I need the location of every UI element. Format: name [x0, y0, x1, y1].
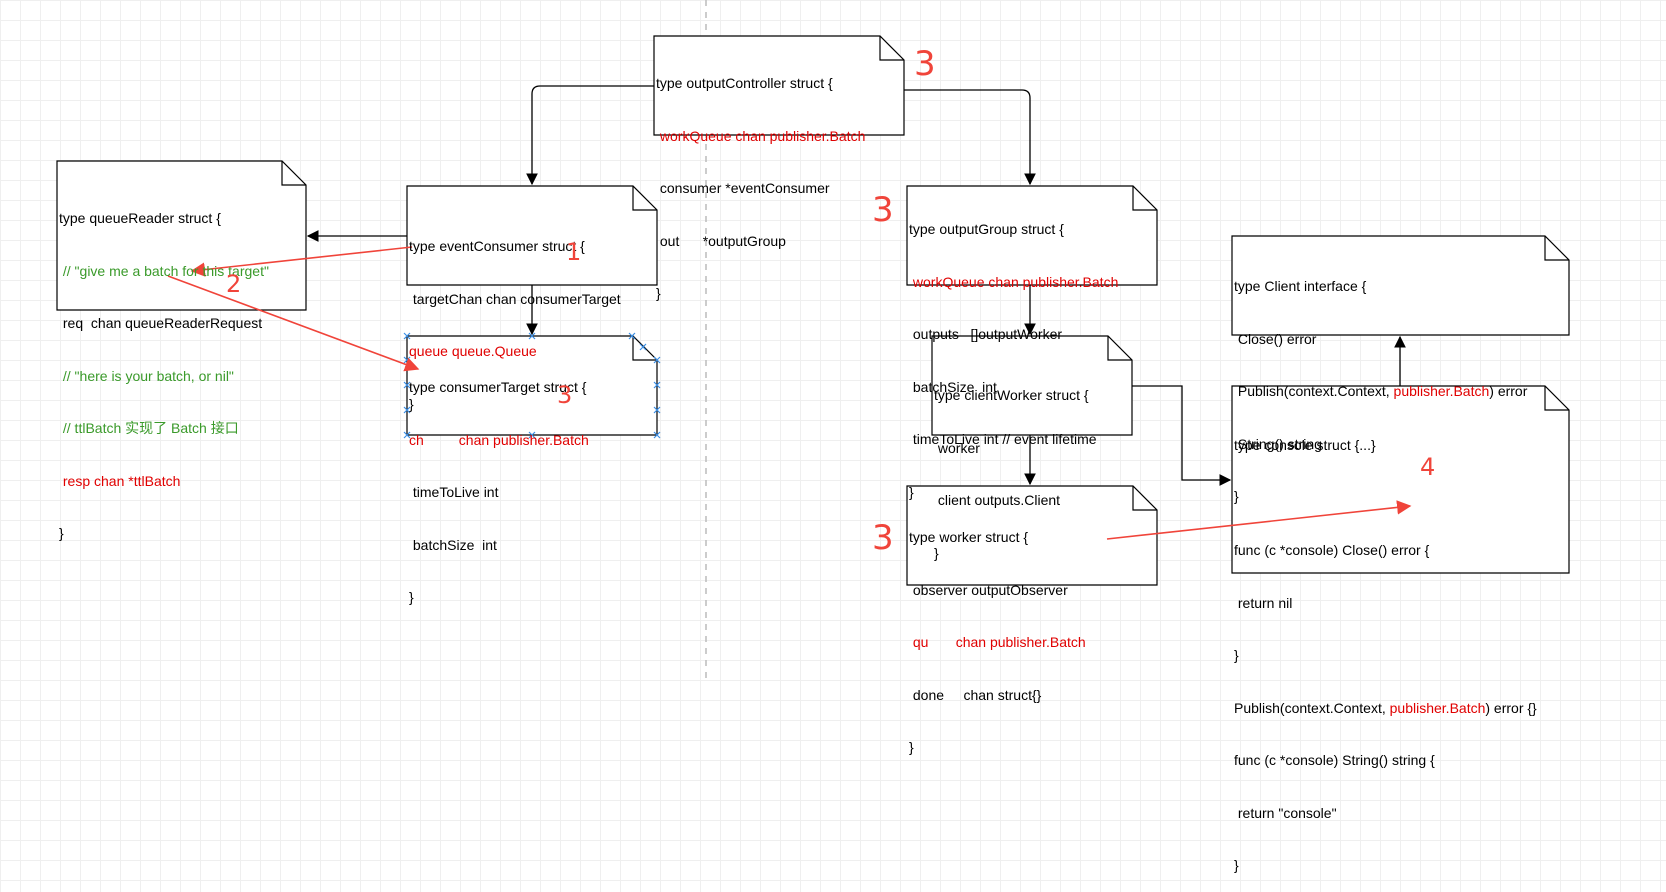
client-interface-line3: Publish(context.Context, publisher.Batch…	[1234, 383, 1528, 401]
event-consumer-line2: targetChan chan consumerTarget	[409, 290, 621, 307]
client-worker-line3: client outputs.Client	[934, 492, 1061, 508]
note-console[interactable]: type console struct {...} func (c *conso…	[1232, 400, 1537, 892]
diagram-canvas	[56, 0, 1570, 678]
console-line7: func (c *console) String() string {	[1234, 752, 1435, 768]
consumer-target-line3: timeToLive int	[409, 484, 499, 500]
output-group-line3: outputs []outputWorker	[909, 326, 1063, 342]
note-shape-console[interactable]	[1231, 385, 1570, 574]
annotation-3-group: 3	[872, 190, 894, 230]
note-queue-reader[interactable]: type queueReader struct { // "give me a …	[57, 173, 269, 560]
console-line8: return "console"	[1234, 804, 1337, 821]
output-controller-line4: out *outputGroup	[656, 232, 786, 249]
note-shape-client-interface[interactable]	[1231, 235, 1570, 336]
note-shape-worker[interactable]	[906, 485, 1158, 586]
worker-line3: qu chan publisher.Batch	[909, 634, 1086, 650]
note-client-worker[interactable]: type clientWorker struct { worker client…	[932, 350, 1089, 580]
event-consumer-line3: queue queue.Queue	[409, 343, 537, 359]
note-shape-consumer-target[interactable]	[406, 335, 658, 436]
annotation-2: 2	[226, 270, 242, 298]
annotation-3-controller: 3	[914, 44, 936, 84]
queue-reader-line1: type queueReader struct {	[59, 210, 221, 226]
output-controller-line2: workQueue chan publisher.Batch	[656, 127, 866, 144]
note-consumer-target[interactable]: type consumerTarget struct { ch chan pub…	[407, 342, 589, 624]
note-event-consumer[interactable]: type eventConsumer struct { targetChan c…	[407, 201, 621, 431]
worker-line1: type worker struct {	[909, 529, 1029, 545]
console-line2	[1234, 490, 1537, 508]
red-arrow-queue-to-resp	[190, 246, 413, 277]
console-line4: return nil	[1234, 594, 1293, 611]
event-consumer-line1: type eventConsumer struct {	[409, 238, 585, 254]
consumer-target-line5: }	[409, 589, 414, 605]
connector-clientworker-to-console[interactable]	[1132, 385, 1232, 486]
worker-line2: observer outputObserver	[909, 581, 1068, 598]
client-worker-line2: worker	[934, 439, 980, 456]
consumer-target-line4: batchSize int	[409, 536, 497, 553]
console-line6-post: ) error {}	[1485, 699, 1537, 716]
queue-reader-line3: req chan queueReaderRequest	[59, 315, 263, 331]
annotation-3-target: 3	[557, 381, 573, 409]
output-group-line4: batchSize int	[909, 378, 997, 395]
red-arrow-resp-to-ch	[167, 275, 420, 372]
note-client-interface[interactable]: type Client interface { Close() error Pu…	[1232, 241, 1527, 523]
connector-controller-to-consumer[interactable]	[526, 85, 654, 186]
client-interface-line3-red: publisher.Batch	[1393, 383, 1490, 399]
red-arrow-qu-to-publish	[1106, 500, 1412, 540]
note-output-group[interactable]: type outputGroup struct { workQueue chan…	[907, 184, 1118, 519]
output-group-line1: type outputGroup struct {	[909, 221, 1064, 237]
output-group-line2: workQueue chan publisher.Batch	[909, 273, 1119, 290]
queue-reader-line4: // "here is your batch, or nil"	[59, 367, 234, 384]
client-worker-line4: }	[934, 544, 939, 561]
client-interface-line3-post: ) error	[1489, 383, 1528, 399]
event-consumer-line4: }	[409, 395, 414, 412]
note-shape-output-group[interactable]	[906, 185, 1158, 286]
output-controller-line3: consumer *eventConsumer	[656, 180, 830, 196]
worker-line5: }	[909, 739, 914, 755]
console-line6: Publish(context.Context, publisher.Batch…	[1234, 700, 1537, 718]
queue-reader-line6: resp chan *ttlBatch	[59, 472, 181, 489]
client-interface-line2: Close() error	[1234, 330, 1317, 347]
output-controller-line1: type outputController struct {	[656, 75, 833, 91]
queue-reader-line7: }	[59, 525, 64, 541]
client-interface-line3-pre: Publish(context.Context,	[1234, 383, 1394, 399]
output-group-line6: }	[909, 483, 914, 500]
console-line6-pre: Publish(context.Context,	[1234, 699, 1390, 716]
annotation-4: 4	[1420, 453, 1436, 481]
client-interface-line5: }	[1234, 488, 1239, 504]
note-shape-output-controller[interactable]	[653, 35, 905, 136]
note-shape-client-worker[interactable]	[931, 335, 1133, 436]
consumer-target-line2: ch chan publisher.Batch	[409, 431, 589, 448]
client-worker-line1: type clientWorker struct {	[934, 387, 1089, 403]
annotation-1: 1	[566, 238, 582, 266]
queue-reader-line2: // "give me a batch for this target"	[59, 262, 269, 279]
client-interface-line1: type Client interface {	[1234, 278, 1367, 294]
console-line3: func (c *console) Close() error {	[1234, 542, 1430, 558]
output-group-line5: timeToLive int // event lifetime	[909, 431, 1097, 447]
console-line1: type console struct {...}	[1234, 437, 1376, 453]
connector-controller-to-group[interactable]	[904, 89, 1036, 186]
console-line6-red: publisher.Batch	[1389, 699, 1486, 716]
client-interface-line4: String() string	[1234, 435, 1322, 452]
queue-reader-line5: // ttlBatch 实现了 Batch 接口	[59, 420, 239, 436]
consumer-target-line1: type consumerTarget struct {	[409, 379, 587, 395]
worker-line4: done chan struct{}	[909, 686, 1042, 703]
console-line5: }	[1234, 647, 1239, 663]
note-output-controller[interactable]: type outputController struct { workQueue…	[654, 38, 865, 320]
note-shape-event-consumer[interactable]	[406, 185, 658, 286]
note-worker[interactable]: type worker struct { observer outputObse…	[907, 492, 1086, 774]
note-shape-queue-reader[interactable]	[56, 160, 307, 311]
annotation-3-worker: 3	[872, 518, 894, 558]
output-controller-line5: }	[656, 285, 661, 301]
console-line9: }	[1234, 857, 1239, 873]
